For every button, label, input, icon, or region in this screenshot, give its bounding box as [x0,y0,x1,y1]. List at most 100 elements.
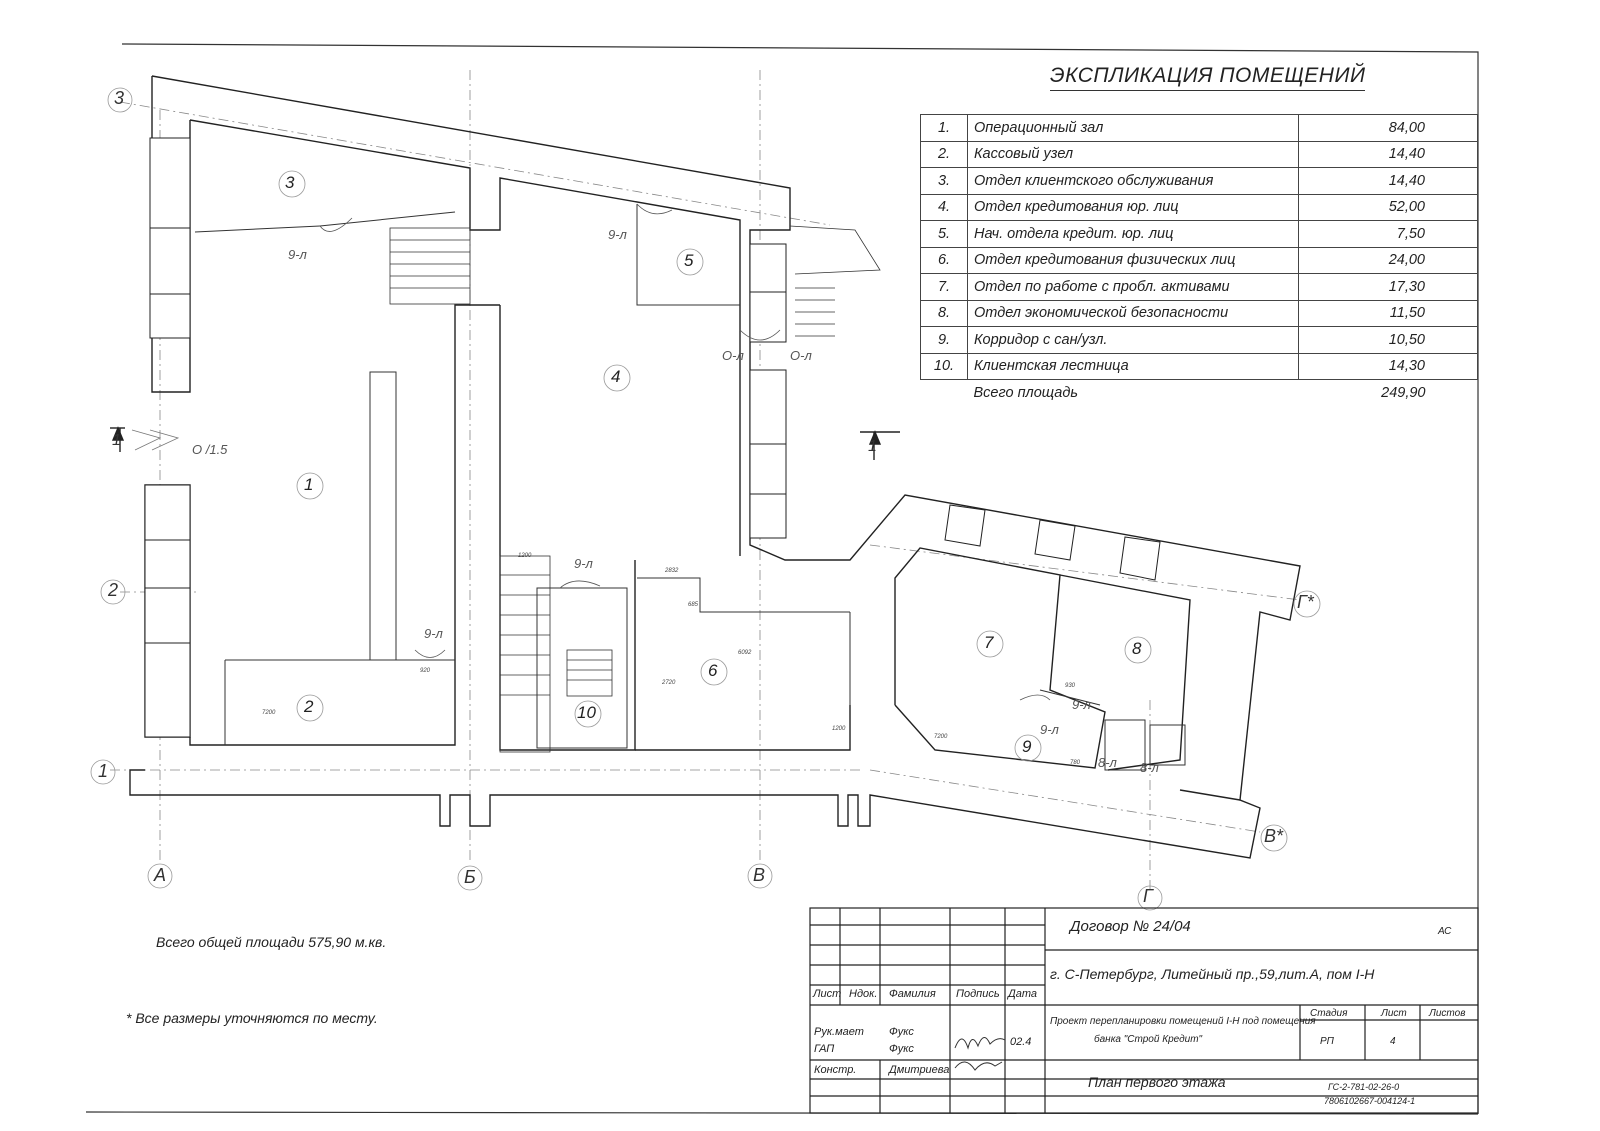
stairs [389,225,881,753]
role: Констр. [814,1064,857,1076]
dimension: 1200 [832,726,846,732]
room-num: 10. [920,352,968,380]
room-num: 9. [920,326,968,354]
room-name: Клиентская лестница [967,352,1299,380]
role: Рук.мает [814,1026,864,1038]
code-2: 7806102667-004124-1 [1324,1096,1416,1106]
room-num: 2. [920,140,968,168]
project-bank: банка "Строй Кредит" [1094,1034,1203,1045]
room-num: 1. [920,114,968,142]
room-area: 52,00 [1298,193,1478,221]
wing-windows [944,504,1161,581]
door-mark: О-л [790,348,812,363]
axis-g: Г [1143,886,1153,906]
left-windows [144,137,191,738]
axis-3: 3 [114,88,125,108]
axis-v-star: В* [1264,826,1284,846]
room-area: 10,50 [1298,326,1478,354]
room-number-8: 8 [1132,639,1142,658]
room-num: 5. [920,220,968,248]
sheet-frame [85,43,1479,1115]
door-mark: 9-л [288,247,307,262]
room-number-10: 10 [577,703,596,722]
room-area: 7,50 [1298,220,1478,248]
corner-code: АС [1438,926,1452,937]
dimension: 2832 [665,568,679,574]
room-area: 17,30 [1298,273,1478,301]
axis-g-star: Г* [1297,592,1314,612]
dimension: 920 [420,668,431,674]
signature-date: 02.4 [1010,1036,1032,1048]
room-number-3: 3 [285,173,295,192]
role-name: Фукс [889,1043,914,1055]
door-mark: 9-л [424,626,443,641]
room-number-4: 4 [611,367,621,386]
axis-1: 1 [98,761,109,781]
total-value: 249,90 [1381,384,1426,401]
section-label: 1 [112,432,121,449]
room-name: Отдел клиентского обслуживания [967,167,1299,195]
room-num: 8. [920,299,968,327]
explication-title: ЭКСПЛИКАЦИЯ ПОМЕЩЕНИЙ [1050,64,1366,91]
door-mark: О-л [722,348,744,363]
header-surname: Фамилия [889,988,936,1000]
dimension: 7200 [262,710,276,716]
total-label: Всего площадь [973,384,1079,401]
plan-title: План первого этажа [1088,1074,1226,1090]
header-signature: Подпись [956,988,1000,1000]
room-name: Отдел кредитования юр. лиц [967,193,1299,221]
room-name: Нач. отдела кредит. юр. лиц [967,220,1299,248]
room-num: 7. [920,273,968,301]
address: г. С-Петербург, Литейный пр.,59,лит.А, п… [1050,966,1375,982]
title-block-frame [809,907,1479,1114]
room-num: 4. [920,193,968,221]
center-windows [749,243,787,539]
dimension: 685 [688,602,699,608]
axis-a: А [154,865,167,885]
section-label: 1 [868,438,877,455]
axis-b: Б [464,867,476,887]
room-name: Отдел кредитования физических лиц [967,246,1299,274]
header-doc: Ндок. [849,988,878,1000]
room-area: 84,00 [1298,114,1478,142]
room-number-2: 2 [304,697,314,716]
table-row: 9.Корридор с сан/узл.10,50 [920,326,1478,354]
signature-marks [954,1037,1006,1071]
axis-bubbles [90,87,1321,911]
room-area: 14,40 [1298,167,1478,195]
role: ГАП [814,1043,835,1055]
total-row: Всего площадь 249,90 [921,380,1478,406]
room-number-7: 7 [984,633,994,652]
room-num: 3. [920,167,968,195]
door-mark: 9-л [1072,697,1091,712]
room-name: Отдел экономической безопасности [967,299,1299,327]
dimensions-note: * Все размеры уточняются по месту. [126,1010,378,1026]
dimension: 1200 [518,553,532,559]
dimension: 780 [1070,760,1081,766]
interior-partitions [194,204,1186,771]
room-name: Корридор с сан/узл. [967,326,1299,354]
dimension: 6092 [738,650,752,656]
room-number-6: 6 [708,661,718,680]
door-mark: 8-л [1098,755,1117,770]
door-mark: 9-л [574,556,593,571]
door-mark: 8-л [1140,760,1159,775]
room-area: 14,40 [1298,140,1478,168]
elevation-mark [131,429,180,451]
stage-value: РП [1320,1036,1334,1047]
role-name: Дмитриева [889,1064,950,1076]
room-area: 14,30 [1298,352,1478,380]
dimension: 7200 [934,734,948,740]
room-number-5: 5 [684,251,694,270]
axis-2: 2 [108,580,119,600]
room-number-1: 1 [304,475,314,494]
